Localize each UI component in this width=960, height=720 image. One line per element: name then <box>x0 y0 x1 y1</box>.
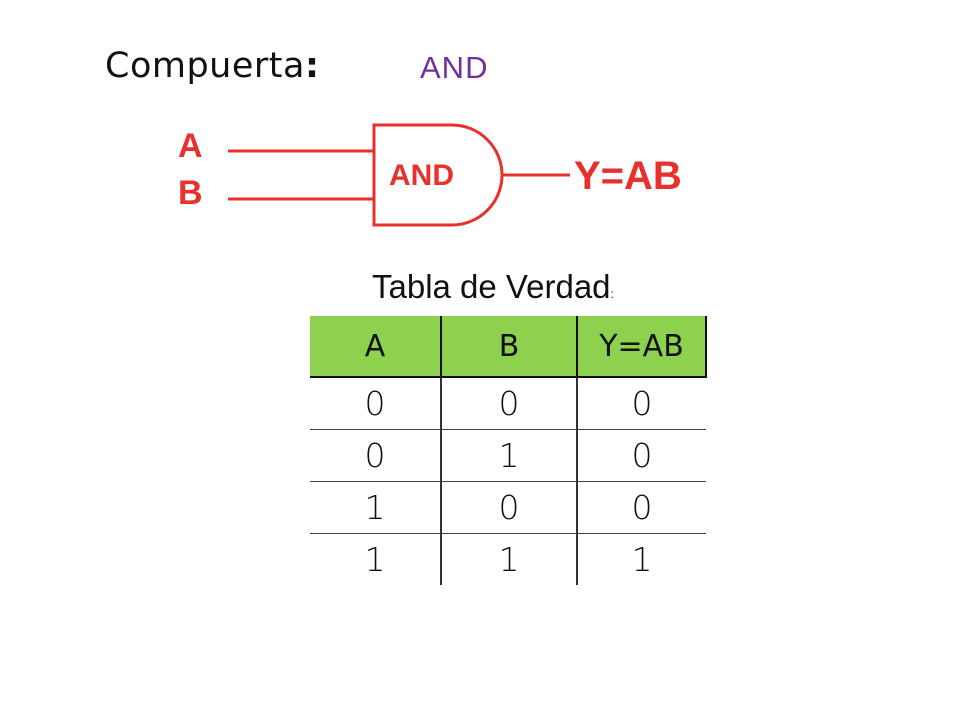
cell-y: 0 <box>577 481 706 534</box>
cell-y: 1 <box>631 540 653 579</box>
table-row: 1 0 0 <box>310 481 706 534</box>
output-label: Y=AB <box>574 154 682 198</box>
cell-a: 0 <box>310 429 442 482</box>
cell-b: 0 <box>441 481 578 534</box>
table-row: 0 1 0 <box>310 429 706 482</box>
header-b: B <box>441 316 578 378</box>
cell-b: 1 <box>441 533 578 585</box>
cell-a: 0 <box>310 377 442 430</box>
truth-table-title-colon: : <box>610 287 614 301</box>
input-b-label: B <box>178 174 203 212</box>
table-row: 0 0 0 <box>310 377 706 430</box>
input-a-label: A <box>178 127 203 165</box>
truth-table-title-text: Tabla de Verdad <box>372 268 611 305</box>
heading-text: Compuerta <box>105 46 305 86</box>
cell-a: 1 <box>310 533 442 585</box>
cell-b: 0 <box>441 377 578 430</box>
header-y: Y=AB <box>577 316 707 378</box>
cell-y: 0 <box>577 429 706 482</box>
header-a: A <box>310 316 442 378</box>
page-heading: Compuerta: <box>105 46 319 86</box>
table-header-row: A B Y=AB <box>310 316 707 378</box>
cell-a: 1 <box>310 481 442 534</box>
gate-label: AND <box>389 159 454 192</box>
cell-b: 1 <box>441 429 578 482</box>
gate-title: AND <box>420 50 489 85</box>
heading-colon: : <box>304 46 320 86</box>
gate-body <box>372 123 504 227</box>
truth-table-title: Tabla de Verdad: <box>372 268 614 306</box>
cell-y: 0 <box>577 377 706 430</box>
truth-table: A B Y=AB 0 0 0 0 1 0 1 0 0 1 1 1 <box>310 316 707 585</box>
table-row: 1 1 1 <box>310 533 706 585</box>
